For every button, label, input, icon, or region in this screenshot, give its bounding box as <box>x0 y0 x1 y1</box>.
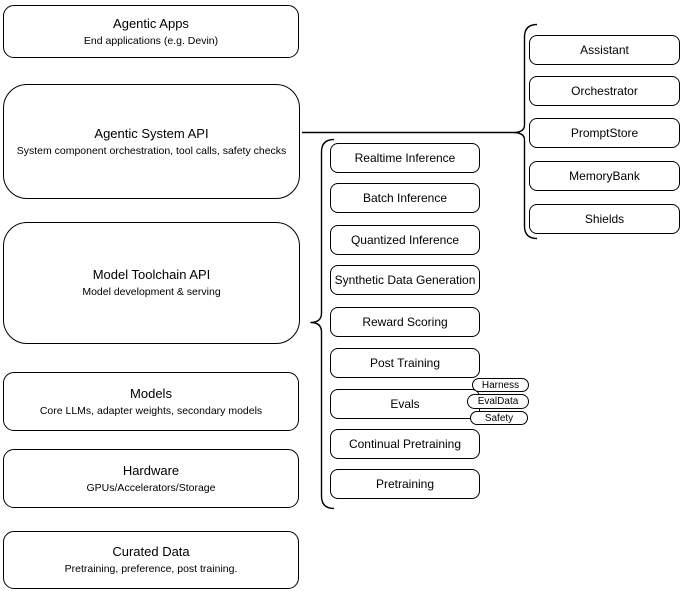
layer-subtitle: Model development & serving <box>82 286 221 298</box>
node-post-training: Post Training <box>330 348 480 378</box>
layer-agentic-apps: Agentic Apps End applications (e.g. Devi… <box>3 5 299 58</box>
layer-models: Models Core LLMs, adapter weights, secon… <box>3 372 299 431</box>
layer-subtitle: System component orchestration, tool cal… <box>16 144 287 157</box>
node-realtime-inference: Realtime Inference <box>330 143 480 173</box>
layer-title: Models <box>130 385 172 401</box>
node-evals: Evals <box>330 389 480 419</box>
layer-subtitle: End applications (e.g. Devin) <box>83 34 219 47</box>
node-quantized-inference: Quantized Inference <box>330 225 480 255</box>
layer-subtitle: Pretraining, preference, post training. <box>64 563 238 575</box>
node-shields: Shields <box>529 204 680 234</box>
layer-model-toolchain-api: Model Toolchain API Model development & … <box>3 222 300 344</box>
node-batch-inference: Batch Inference <box>330 183 480 213</box>
node-synthetic-data-generation: Synthetic Data Generation <box>330 265 480 295</box>
node-promptstore: PromptStore <box>529 118 680 148</box>
node-orchestrator: Orchestrator <box>529 76 680 106</box>
layer-subtitle: GPUs/Accelerators/Storage <box>86 481 216 494</box>
node-reward-scoring: Reward Scoring <box>330 307 480 337</box>
layer-title: Model Toolchain API <box>92 267 211 282</box>
layer-subtitle: Core LLMs, adapter weights, secondary mo… <box>39 404 263 417</box>
pill-safety: Safety <box>470 411 528 425</box>
layer-agentic-system-api: Agentic System API System component orch… <box>3 84 300 199</box>
layer-title: Agentic System API <box>94 125 209 141</box>
layer-title: Curated Data <box>112 544 190 559</box>
layer-title: Agentic Apps <box>113 15 189 31</box>
pill-evaldata: EvalData <box>467 394 529 409</box>
node-continual-pretraining: Continual Pretraining <box>330 429 480 459</box>
pill-harness: Harness <box>472 378 529 392</box>
layer-hardware: Hardware GPUs/Accelerators/Storage <box>3 449 299 508</box>
node-assistant: Assistant <box>529 35 680 65</box>
node-pretraining: Pretraining <box>330 469 480 499</box>
layer-curated-data: Curated Data Pretraining, preference, po… <box>3 531 299 589</box>
layer-title: Hardware <box>122 462 180 478</box>
node-memorybank: MemoryBank <box>529 161 680 191</box>
